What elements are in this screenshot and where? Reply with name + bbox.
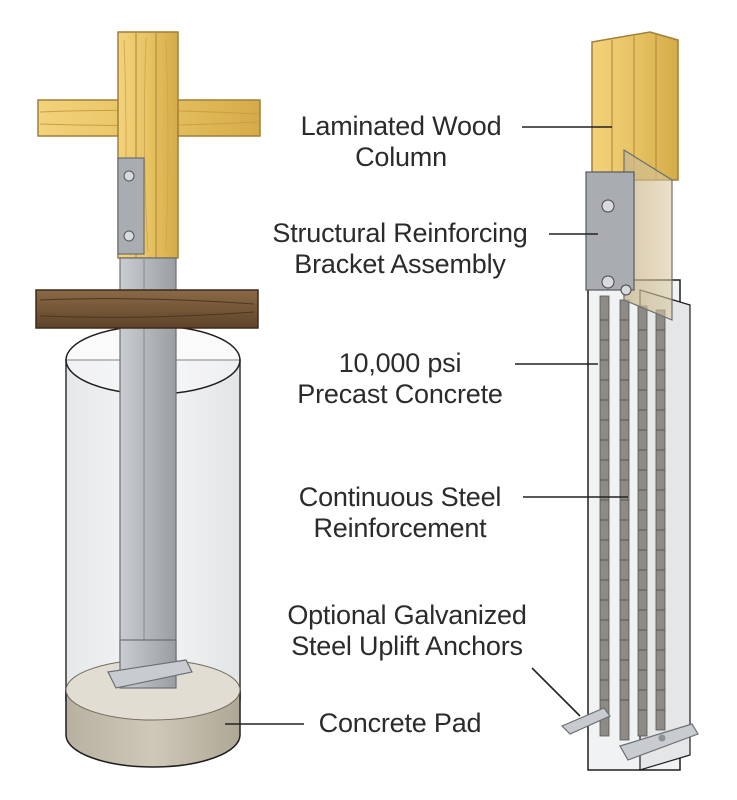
steel-rebar bbox=[599, 295, 666, 741]
label-concrete-pad: Concrete Pad bbox=[318, 708, 482, 738]
right-bracket-assembly bbox=[585, 148, 673, 321]
left-bracket-plate bbox=[117, 157, 145, 255]
lower-cross-board bbox=[35, 289, 259, 329]
label-precast-concrete: 10,000 psi Precast Concrete bbox=[297, 348, 503, 409]
label-steel-reinforcement: Continuous Steel Reinforcement bbox=[298, 482, 502, 543]
right-uplift-anchors bbox=[560, 707, 699, 761]
label-bracket-assembly: Structural Reinforcing Bracket Assembly bbox=[272, 218, 528, 279]
leader-anchor bbox=[531, 667, 581, 717]
left-wood-column bbox=[117, 31, 179, 259]
left-post-assembly bbox=[35, 31, 261, 768]
label-laminated-wood-column: Laminated Wood Column bbox=[300, 111, 502, 172]
leader-lines bbox=[225, 126, 628, 725]
concrete-pad bbox=[65, 639, 241, 768]
left-steel-post bbox=[119, 257, 177, 689]
label-uplift-anchors: Optional Galvanized Steel Uplift Anchors bbox=[287, 600, 527, 661]
right-post-assembly bbox=[560, 31, 699, 771]
